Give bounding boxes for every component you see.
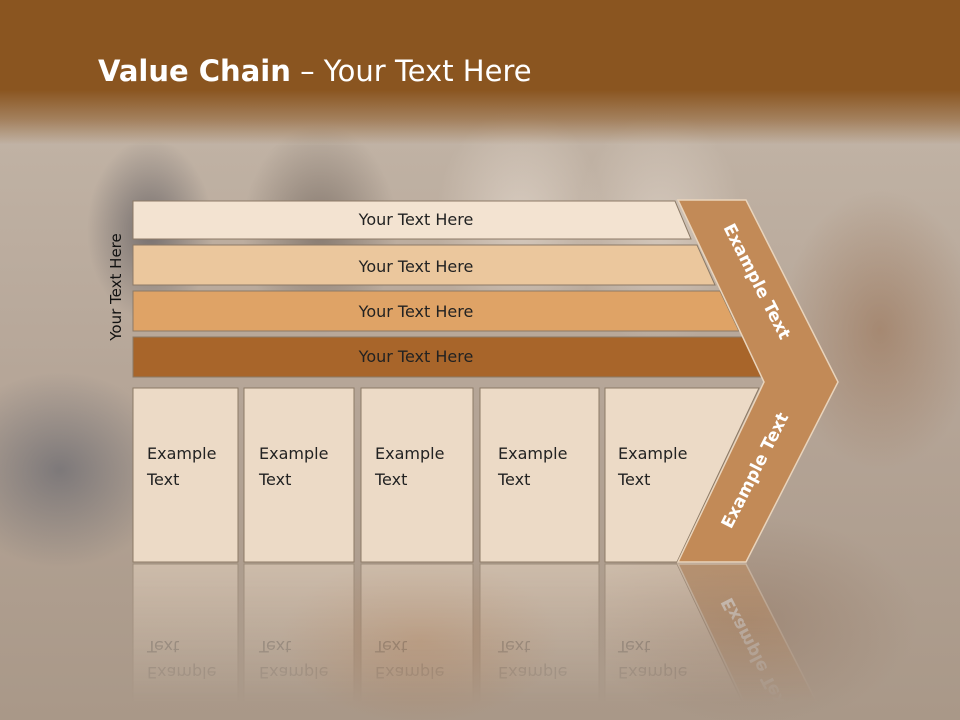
reflection-column-5-line1: Example [618, 663, 687, 682]
column-1-line1: Example [147, 444, 216, 463]
title-bold: Value Chain [98, 54, 291, 88]
column-5 [604, 387, 760, 563]
reflection-column-3-line1: Example [375, 663, 444, 682]
title-rest: – Your Text Here [290, 54, 532, 88]
column-3 [360, 387, 474, 563]
column-2-line2: Text [258, 470, 291, 489]
column-1 [132, 387, 239, 563]
bar-4-label: Your Text Here [358, 347, 474, 366]
bar-1-label: Your Text Here [358, 210, 474, 229]
reflection-column-1-line2: Text [146, 637, 179, 656]
chevron-arrow [676, 199, 839, 563]
reflection: Example Text Example Text Example Text E… [132, 563, 827, 720]
column-4 [479, 387, 600, 563]
column-4-line1: Example [498, 444, 567, 463]
columns-group: Example Text Example Text Example Text E… [132, 387, 760, 563]
column-1-line2: Text [146, 470, 179, 489]
bar-1 [132, 200, 692, 240]
reflection-column-4-line2: Text [497, 637, 530, 656]
bar-2 [132, 244, 716, 286]
column-5-line1: Example [618, 444, 687, 463]
column-2-line1: Example [259, 444, 328, 463]
reflection-column-3-line2: Text [374, 637, 407, 656]
bar-2-label: Your Text Here [358, 257, 474, 276]
column-5-line2: Text [617, 470, 650, 489]
reflection-column-1-line1: Example [147, 663, 216, 682]
title-banner [0, 0, 960, 145]
column-3-line1: Example [375, 444, 444, 463]
bar-3 [132, 290, 740, 332]
column-3-line2: Text [374, 470, 407, 489]
reflection-column-5-line2: Text [617, 637, 650, 656]
column-4-line2: Text [497, 470, 530, 489]
reflection-column-4-line1: Example [498, 663, 567, 682]
reflection-column-2-line1: Example [259, 663, 328, 682]
bar-3-label: Your Text Here [358, 302, 474, 321]
column-2 [243, 387, 355, 563]
reflection-column-2-line2: Text [258, 637, 291, 656]
slide-title: Value Chain – Your Text Here [98, 54, 532, 88]
